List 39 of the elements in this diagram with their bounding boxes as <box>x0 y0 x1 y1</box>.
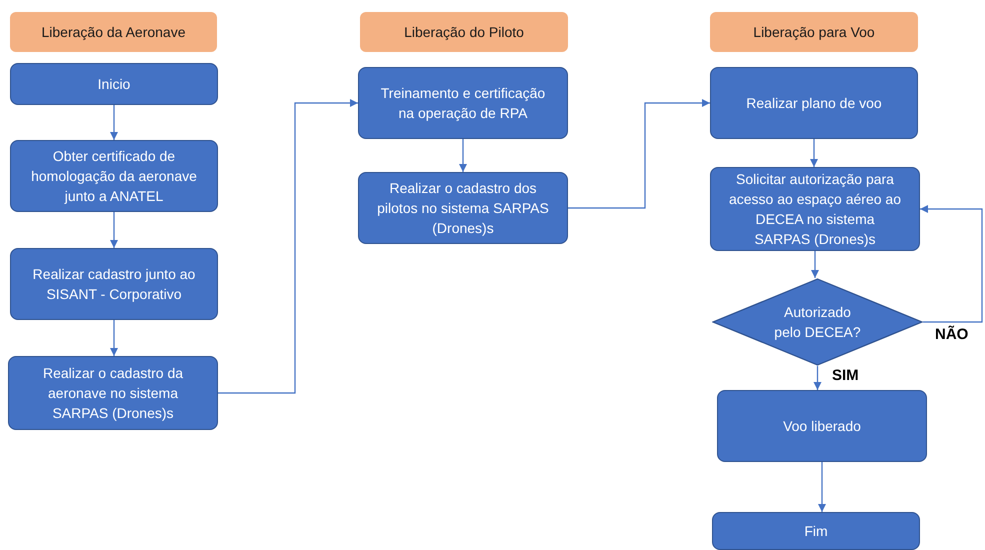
process-box <box>10 140 218 212</box>
process-box <box>358 172 568 244</box>
process-box <box>710 167 920 251</box>
arrow <box>110 105 118 140</box>
arrow <box>218 99 358 394</box>
process-box <box>710 67 918 139</box>
decision-diamond <box>712 278 923 366</box>
node-text: Solicitar autorização para acesso ao espaço aéreo ao DECEA no sistema SARPAS (Drones)s <box>728 170 902 249</box>
arrow <box>814 366 822 390</box>
arrow <box>459 139 467 172</box>
process-box <box>10 248 218 320</box>
arrow <box>568 99 710 209</box>
arrow <box>811 251 819 278</box>
node-text: Voo liberado <box>783 417 861 436</box>
node-text: Liberação da Aeronave <box>42 23 186 42</box>
node-text: Obter certificado de homologação da aeronave junto a ANATEL <box>30 147 198 206</box>
node-text: Realizar o cadastro dos pilotos no sistema SARPAS (Drones)s <box>376 179 550 238</box>
node-text: Liberação do Piloto <box>404 23 524 42</box>
arrow <box>110 320 118 356</box>
header-box <box>360 12 568 52</box>
arrow <box>810 139 818 167</box>
node-text: Realizar plano de voo <box>746 94 882 113</box>
node-text: Liberação para Voo <box>753 23 875 42</box>
header-box <box>10 12 217 52</box>
process-box <box>712 512 920 550</box>
node-text: Autorizado pelo DECEA? <box>773 303 862 342</box>
process-box <box>10 63 218 105</box>
node-text: Realizar o cadastro da aeronave no sistema SARPAS (Drones)s <box>42 364 184 423</box>
arrow <box>920 205 983 323</box>
node-text: Treinamento e certificação na operação de RPA <box>380 84 546 123</box>
node-text: Realizar cadastro junto ao SISANT - Corporativo <box>32 265 196 304</box>
header-box <box>710 12 918 52</box>
arrow <box>110 212 118 248</box>
node-text: Fim <box>804 522 828 541</box>
process-box <box>8 356 218 430</box>
process-box <box>717 390 927 462</box>
process-box <box>358 67 568 139</box>
arrow <box>818 462 826 512</box>
node-text: Inicio <box>98 75 130 94</box>
